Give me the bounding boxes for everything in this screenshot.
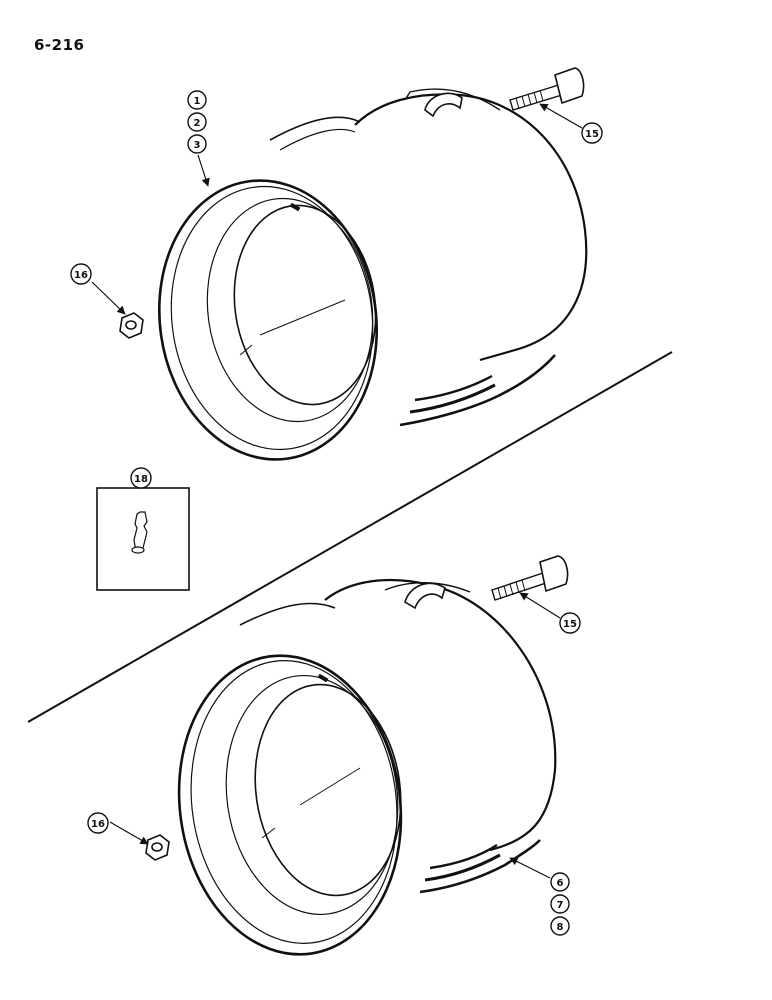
lower-wheel-rim: [177, 578, 557, 956]
svg-text:16: 16: [74, 270, 88, 281]
upper-bolt-threads: [515, 89, 544, 110]
valve-stem: [131, 511, 148, 554]
upper-rim-front-flange-inner: [170, 185, 374, 451]
section-divider-line: [27, 351, 673, 723]
callout-7: 7: [550, 894, 570, 914]
svg-text:6: 6: [557, 878, 564, 889]
svg-text:1: 1: [194, 96, 201, 107]
lower-rim-barrel-bottom: [419, 839, 541, 894]
svg-text:3: 3: [194, 140, 201, 151]
lower-rim-stamp: [317, 673, 329, 683]
lower-rim-valve-notch: [404, 582, 446, 610]
lower-rim-front-flange-inner: [190, 660, 398, 944]
leader-lines: [91, 103, 583, 879]
lower-bolt-threads: [497, 579, 526, 600]
svg-text:2: 2: [194, 118, 201, 129]
callout-bubbles: 1 2 3 15 16 18: [70, 90, 603, 936]
lower-rim-bead-ridges-2: [429, 843, 498, 870]
svg-text:7: 7: [557, 900, 564, 911]
upper-rim-bead-ridges: [409, 383, 496, 414]
lower-rim-bead-ridges: [424, 853, 501, 882]
lower-rim-barrel-top: [239, 602, 336, 626]
page-number: 6-216: [34, 36, 85, 54]
lower-rim-spoke-1: [299, 767, 361, 806]
callout-16-lower: 16: [87, 812, 109, 834]
svg-text:15: 15: [563, 619, 577, 630]
callout-18: 18: [130, 467, 152, 489]
upper-rim-bead-ridges-2: [414, 374, 493, 402]
svg-text:15: 15: [585, 129, 599, 140]
callout-6: 6: [550, 872, 570, 892]
leader-15-lower: [519, 592, 561, 619]
upper-rim-valve-notch: [424, 92, 463, 118]
callout-8: 8: [550, 916, 570, 936]
svg-text:16: 16: [91, 819, 105, 830]
upper-rim-barrel-top2: [279, 128, 356, 151]
leader-15-upper: [539, 103, 583, 129]
callout-2: 2: [187, 112, 207, 132]
upper-rim-spoke-2: [239, 344, 253, 356]
lower-bolt-head: [539, 555, 569, 593]
upper-wheel-rim: [157, 88, 588, 461]
upper-wheel-bolt: [509, 67, 585, 111]
upper-rim-back-edge: [404, 88, 501, 111]
upper-rim-barrel-bottom: [399, 354, 556, 427]
upper-rim-spoke-1: [259, 299, 346, 336]
svg-text:18: 18: [134, 474, 148, 485]
upper-wheel-nut: [119, 312, 144, 339]
leader-16-upper: [91, 281, 126, 315]
lower-rim-well-1: [225, 674, 399, 916]
upper-rim-back-body: [354, 93, 588, 362]
lower-wheel-bolt: [491, 555, 569, 601]
upper-rim-stamp: [289, 202, 301, 212]
leader-16-lower: [109, 821, 149, 845]
lower-rim-front-flange-outer: [177, 654, 403, 956]
callout-1: 1: [187, 90, 207, 110]
lower-rim-back-edge: [384, 582, 471, 593]
lower-rim-back-body: [324, 578, 557, 852]
upper-rim-well-1: [206, 197, 374, 423]
upper-rim-front-flange-outer: [157, 179, 379, 461]
upper-bolt-head: [554, 67, 585, 105]
lower-rim-well-2: [254, 683, 402, 897]
callout-3: 3: [187, 134, 207, 154]
callout-15-upper: 15: [581, 122, 603, 144]
leader-1-2-3: [197, 154, 210, 187]
lower-wheel-nut: [145, 834, 170, 861]
leader-6-7-8: [509, 857, 551, 879]
svg-text:8: 8: [557, 922, 564, 933]
upper-rim-barrel-top: [269, 116, 361, 141]
callout-15-lower: 15: [559, 612, 581, 634]
callout-16-upper: 16: [70, 263, 92, 285]
lower-rim-spoke-2: [261, 827, 276, 839]
